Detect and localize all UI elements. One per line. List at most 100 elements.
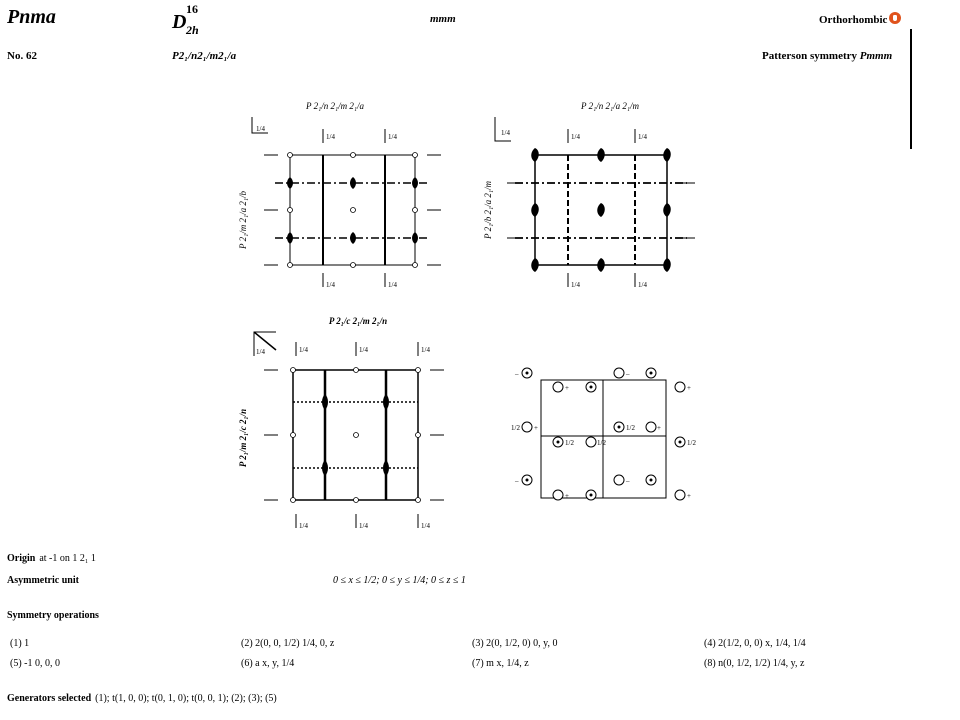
d4-position — [613, 474, 625, 486]
generators-line: Generators selected (1); t(1, 0, 0); t(0… — [7, 688, 277, 706]
d2-screw-axis — [531, 148, 539, 162]
d4-position — [552, 489, 564, 501]
d1-inversion-center — [287, 207, 293, 213]
d4-sign: 1/2 — [626, 424, 635, 432]
d4-comma-dot — [649, 478, 653, 482]
d4-sign: 1/2 — [565, 439, 574, 447]
d3-title: P 2₁/c 2₁/m 2₁/n — [329, 316, 387, 326]
origin-line: Origin at -1 on 1 2₁ 1 — [7, 548, 96, 566]
d4-sign: + — [565, 492, 569, 500]
symop: (2) 2(0, 0, 1/2) 1/4, 0, z — [241, 638, 335, 649]
d4-sign: – — [625, 477, 630, 485]
d1-quarter: 1/4 — [326, 281, 335, 289]
schoenflies-sub: 2h — [186, 23, 199, 37]
schoenflies-base: D — [172, 11, 187, 33]
d4-position — [552, 381, 564, 393]
d1-quarter: 1/4 — [256, 125, 265, 133]
generators-label: Generators selected — [7, 693, 92, 704]
d4-comma-dot — [649, 371, 653, 375]
full-symbol: P2₁/n2₁/m2₁/a — [172, 50, 237, 62]
asym-text: 0 ≤ x ≤ 1/2; 0 ≤ y ≤ 1/4; 0 ≤ z ≤ 1 — [333, 575, 466, 586]
d1-quarter: 1/4 — [326, 133, 335, 141]
symop: (7) m x, 1/4, z — [472, 658, 529, 669]
d4-comma-dot — [617, 425, 621, 429]
d2-quarter: 1/4 — [638, 281, 647, 289]
d1-screw-axis — [287, 177, 293, 189]
d2-screw-axis — [663, 148, 671, 162]
generators-text: (1); t(1, 0, 0); t(0, 1, 0); t(0, 0, 1);… — [95, 693, 277, 704]
d3-quarter: 1/4 — [299, 346, 308, 354]
d1-title: P 2₁/n 2₁/m 2₁/a — [305, 101, 364, 111]
d3-screw-axis — [383, 460, 389, 476]
d4-position — [521, 421, 533, 433]
d1-inversion-center — [350, 152, 356, 158]
d4-sign: 1/2 — [687, 439, 696, 447]
d4-position — [613, 367, 625, 379]
d3-screw-axis — [322, 394, 328, 410]
symop: (1) 1 — [10, 638, 30, 649]
d1-quarter: 1/4 — [388, 133, 397, 141]
d3-inversion-center — [290, 367, 296, 373]
d2-screw-axis — [597, 148, 605, 162]
symop: (4) 2(1/2, 0, 0) x, 1/4, 1/4 — [704, 638, 806, 649]
d1-inversion-center — [287, 152, 293, 158]
diagram-1: P 2₁/n 2₁/m 2₁/a P 2₁/m 2₁/a 2₁/b 1/4 1/ — [238, 101, 441, 289]
d3-quarter: 1/4 — [256, 348, 265, 356]
d2-screw-axis — [531, 258, 539, 272]
d4-sign: + — [657, 424, 661, 432]
sg-number: No. 62 — [7, 50, 37, 62]
origin-text: at -1 on 1 2₁ 1 — [39, 553, 96, 564]
d2-title: P 2₁/n 2₁/a 2₁/m — [580, 101, 639, 111]
d1-screw-axis — [350, 177, 356, 189]
d3-screw-axis — [322, 460, 328, 476]
symop: (6) a x, y, 1/4 — [241, 658, 295, 669]
d4-comma-dot — [589, 493, 593, 497]
d4-sign: + — [565, 384, 569, 392]
d2-quarter: 1/4 — [638, 133, 647, 141]
d4-sign: – — [625, 370, 630, 378]
symop: (8) n(0, 1/2, 1/2) 1/4, y, z — [704, 658, 805, 669]
d4-sign: 1/2 — [511, 424, 520, 432]
d4-sign: – — [514, 477, 519, 485]
asym-label: Asymmetric unit — [7, 575, 79, 586]
diagram-2: P 2₁/n 2₁/a 2₁/m P 2₁/b 2₁/a 2₁/m 1/4 1/… — [483, 101, 695, 289]
d3-inversion-center — [415, 367, 421, 373]
d1-inversion-center — [287, 262, 293, 268]
d3-inversion-center — [290, 432, 296, 438]
symops-label: Symmetry operations — [7, 610, 99, 621]
hm-symbol: Pnma — [7, 6, 56, 28]
d2-screw-axis — [663, 258, 671, 272]
d3-inversion-center — [415, 497, 421, 503]
d4-sign: 1/2 — [597, 439, 606, 447]
d4-sign: + — [534, 424, 538, 432]
point-group: mmm — [430, 13, 456, 25]
d3-inversion-center — [415, 432, 421, 438]
d3-quarter: 1/4 — [421, 346, 430, 354]
patterson-symmetry: Patterson symmetry Pmmm — [762, 50, 892, 62]
d1-screw-axis — [412, 232, 418, 244]
d2-corner-axis — [494, 117, 511, 142]
d3-inversion-center — [353, 432, 359, 438]
d3-corner-diagonal — [253, 331, 277, 351]
d2-screw-axis — [597, 203, 605, 217]
d4-sign: + — [687, 384, 691, 392]
d4-comma-dot — [556, 440, 560, 444]
d4-position — [585, 436, 597, 448]
d1-corner-axis — [251, 117, 268, 134]
d2-screw-axis — [531, 203, 539, 217]
d4-comma-dot — [525, 478, 529, 482]
schoenflies-sup: 16 — [186, 2, 198, 16]
d4-sign: + — [687, 492, 691, 500]
d4-comma-dot — [525, 371, 529, 375]
d2-quarter: 1/4 — [571, 133, 580, 141]
d1-inversion-center — [412, 207, 418, 213]
patterson-symbol: Pmmm — [859, 50, 893, 62]
d4-position — [645, 421, 657, 433]
d1-inversion-center — [350, 262, 356, 268]
diagram-4-general-positions: – + – + 1/2 + 1/2 1/2 1/2 + 1/2 – + – + — [511, 367, 696, 501]
diagram-3: P 2₁/c 2₁/m 2₁/n P 2₁/m 2₁/c 2₁/n 1/4 1/… — [238, 316, 444, 530]
d1-screw-axis — [412, 177, 418, 189]
symop: (3) 2(0, 1/2, 0) 0, y, 0 — [472, 638, 558, 649]
d3-quarter: 1/4 — [359, 522, 368, 530]
d1-inversion-center — [350, 207, 356, 213]
